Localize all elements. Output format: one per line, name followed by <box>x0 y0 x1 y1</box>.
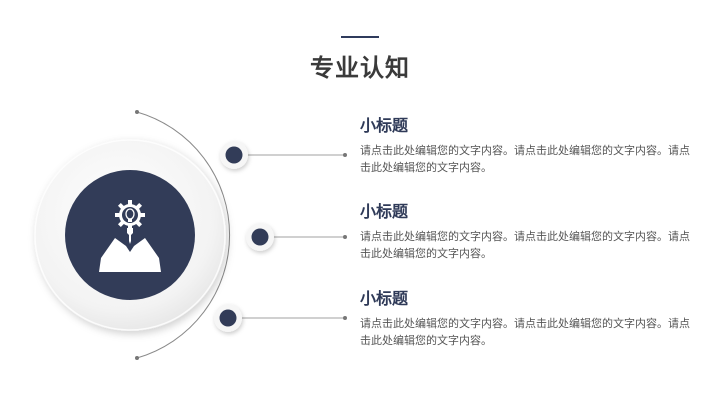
item-body: 请点击此处编辑您的文字内容。请点击此处编辑您的文字内容。请点击此处编辑您的文字内… <box>360 230 690 260</box>
item-heading: 小标题 <box>360 289 409 308</box>
arc-end-dot-top <box>135 110 139 114</box>
person-with-lightbulb-gear-icon <box>99 200 161 272</box>
node-1 <box>220 141 248 169</box>
item-heading: 小标题 <box>360 202 409 221</box>
node-3 <box>214 304 242 332</box>
list-item: 小标题 请点击此处编辑您的文字内容。请点击此处编辑您的文字内容。请点击此处编辑您… <box>360 288 690 349</box>
node-2 <box>246 223 274 251</box>
connector-arc <box>136 111 231 359</box>
item-heading: 小标题 <box>360 116 409 135</box>
arc-end-dot-bottom <box>135 356 139 360</box>
page-title: 专业认知 <box>310 54 410 82</box>
item-body: 请点击此处编辑您的文字内容。请点击此处编辑您的文字内容。请点击此处编辑您的文字内… <box>360 317 690 347</box>
title-accent-bar <box>341 36 379 38</box>
list-item: 小标题 请点击此处编辑您的文字内容。请点击此处编辑您的文字内容。请点击此处编辑您… <box>360 201 690 262</box>
list-item: 小标题 请点击此处编辑您的文字内容。请点击此处编辑您的文字内容。请点击此处编辑您… <box>360 115 690 176</box>
item-body: 请点击此处编辑您的文字内容。请点击此处编辑您的文字内容。请点击此处编辑您的文字内… <box>360 144 690 174</box>
